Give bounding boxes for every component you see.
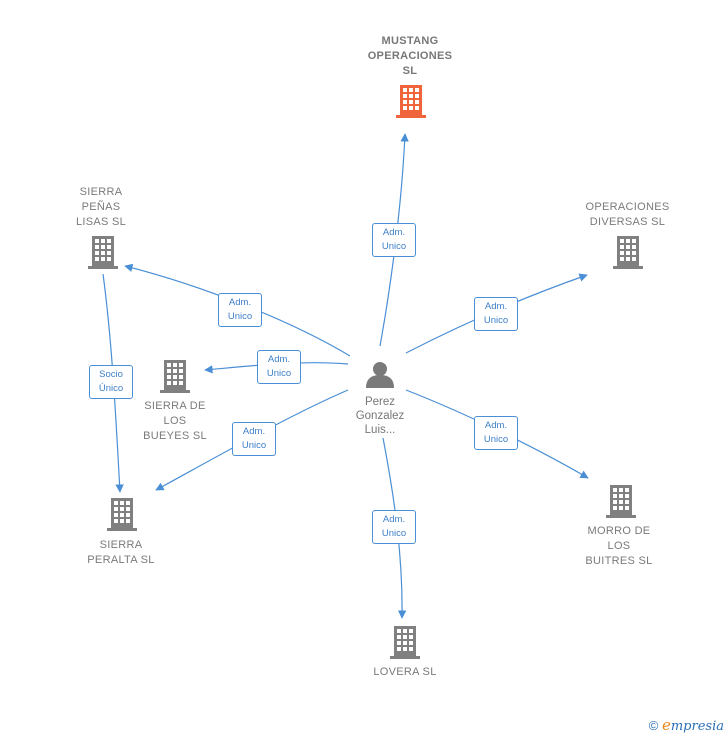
person-icon[interactable] xyxy=(366,362,394,388)
building-icon-sierra-peralta[interactable] xyxy=(107,498,137,531)
edge-label-sierra-penas: Adm. Unico xyxy=(218,293,262,327)
building-icon-lovera[interactable] xyxy=(390,626,420,659)
company-label-operaciones-diversas[interactable]: OPERACIONES DIVERSAS SL xyxy=(585,201,670,228)
edge-label-mustang: Adm. Unico xyxy=(372,223,416,257)
edge-label-socio-unico: Socio Único xyxy=(89,365,133,399)
edge-label-sierra-bueyes: Adm. Unico xyxy=(257,350,301,384)
company-label-lovera[interactable]: LOVERA SL xyxy=(373,666,437,678)
building-icon-mustang[interactable] xyxy=(396,85,426,118)
brand-footer: © empresia xyxy=(649,716,724,734)
building-icon-sierra-bueyes[interactable] xyxy=(160,360,190,393)
building-icon-morro-buitres[interactable] xyxy=(606,485,636,518)
brand-logo-letter: e xyxy=(661,716,671,734)
edge-label-lovera: Adm. Unico xyxy=(372,510,416,544)
copyright-symbol: © xyxy=(648,718,659,733)
edge-label-morro-buitres: Adm. Unico xyxy=(474,416,518,450)
company-label-morro-buitres[interactable]: MORRO DE LOS BUITRES SL xyxy=(585,525,653,567)
company-label-sierra-bueyes[interactable]: SIERRA DE LOS BUEYES SL xyxy=(143,400,207,442)
brand-logo-text: mpresia xyxy=(670,719,724,734)
company-label-sierra-peralta[interactable]: SIERRA PERALTA SL xyxy=(87,539,155,566)
company-label-mustang[interactable]: MUSTANG OPERACIONES SL xyxy=(367,35,453,77)
edge-label-sierra-peralta: Adm. Unico xyxy=(232,422,276,456)
building-icon-operaciones-diversas[interactable] xyxy=(613,236,643,269)
edge-label-operaciones-diversas: Adm. Unico xyxy=(474,297,518,331)
building-icon-sierra-penas[interactable] xyxy=(88,236,118,269)
company-label-sierra-penas[interactable]: SIERRA PEÑAS LISAS SL xyxy=(75,186,127,228)
person-name[interactable]: Perez Gonzalez Luis... xyxy=(355,396,405,436)
